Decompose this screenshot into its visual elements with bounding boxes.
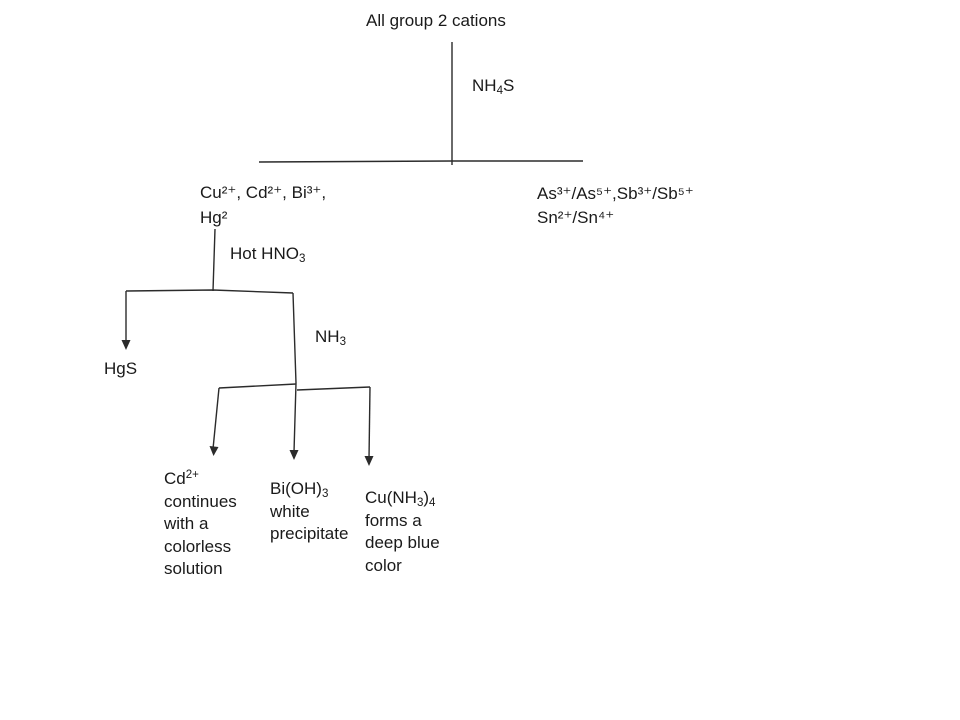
result-cu-line2: deep blue bbox=[365, 533, 440, 552]
edge-arrow-cu bbox=[368, 386, 371, 460]
arrowhead-cd bbox=[209, 446, 219, 456]
result-hgs-label: HgS bbox=[104, 359, 138, 378]
result-cd-formula-superscript: 2+ bbox=[185, 469, 199, 482]
reagent-hot-hno3-subscript: 3 bbox=[298, 253, 306, 266]
result-cu-label: Cu(NH3)4 forms a deep blue color bbox=[365, 487, 440, 577]
result-bi-label: Bi(OH)3 white precipitate bbox=[270, 478, 348, 546]
reagent-nh4s-pre: NH bbox=[472, 76, 497, 95]
reagent-hot-hno3-label: Hot HNO3 bbox=[230, 242, 305, 265]
edge-branch2-right bbox=[296, 386, 371, 391]
edge-arrow-cd bbox=[212, 387, 220, 450]
result-cd-label: Cd2+ continues with a colorless solution bbox=[164, 468, 237, 581]
reagent-nh4s-subscript: 4 bbox=[496, 85, 503, 98]
result-bi-line1: white bbox=[270, 501, 310, 521]
arrowhead-cu bbox=[364, 456, 374, 466]
edge-hot-hno3 bbox=[212, 228, 216, 292]
edge-branch2-left bbox=[218, 383, 297, 389]
result-bi-formula: Bi(OH)3 bbox=[270, 478, 348, 501]
reagent-nh4s-post: S bbox=[502, 76, 515, 95]
result-bi-line2: precipitate bbox=[270, 524, 349, 543]
result-cu-line1: forms a bbox=[365, 510, 422, 530]
group-copper-label: Cu²⁺, Cd²⁺, Bi³⁺, Hg² bbox=[200, 180, 326, 230]
group-copper-line2: Hg² bbox=[200, 208, 228, 227]
result-cd-line3: colorless bbox=[164, 536, 232, 556]
result-bi-formula-base: Bi(OH) bbox=[270, 479, 322, 498]
group-arsenic-label: As³⁺/As⁵⁺,Sb³⁺/Sb⁵⁺ Sn²⁺/Sn⁴⁺ bbox=[537, 182, 694, 230]
edge-branch1-horizontal bbox=[125, 289, 294, 294]
result-cu-formula: Cu(NH3)4 bbox=[365, 487, 440, 510]
result-cu-formula-pre: Cu(NH bbox=[365, 488, 417, 507]
group-arsenic-line1: As³⁺/As⁵⁺,Sb³⁺/Sb⁵⁺ bbox=[537, 184, 694, 203]
result-cd-formula: Cd2+ bbox=[164, 468, 237, 491]
group-arsenic-line2: Sn²⁺/Sn⁴⁺ bbox=[537, 208, 615, 227]
result-cu-formula-subscript2: 4 bbox=[429, 497, 436, 510]
result-cu-line3: color bbox=[365, 555, 402, 575]
reagent-nh3-pre: NH bbox=[315, 327, 340, 346]
result-bi-formula-subscript: 3 bbox=[321, 488, 329, 501]
result-cd-formula-base: Cd bbox=[164, 469, 186, 488]
reagent-nh3-label: NH3 bbox=[315, 325, 346, 348]
reagent-hot-hno3-pre: Hot HNO bbox=[230, 244, 299, 263]
arrowhead-bi bbox=[289, 450, 299, 460]
result-cu-formula-mid: ) bbox=[423, 488, 430, 507]
result-cd-line2: with a bbox=[164, 514, 209, 533]
edge-center-vertical bbox=[292, 292, 297, 453]
result-cu-formula-subscript1: 3 bbox=[416, 497, 424, 510]
result-cd-line1: continues bbox=[164, 491, 237, 511]
reagent-nh4s-label: NH4S bbox=[472, 74, 514, 97]
result-cd-line4: solution bbox=[164, 559, 223, 578]
edge-split-horizontal bbox=[258, 160, 583, 163]
reagent-nh3-subscript: 3 bbox=[339, 336, 346, 349]
group-copper-line1: Cu²⁺, Cd²⁺, Bi³⁺, bbox=[200, 183, 327, 202]
root-node-label: All group 2 cations bbox=[366, 11, 506, 30]
arrowhead-hgs bbox=[121, 340, 131, 350]
